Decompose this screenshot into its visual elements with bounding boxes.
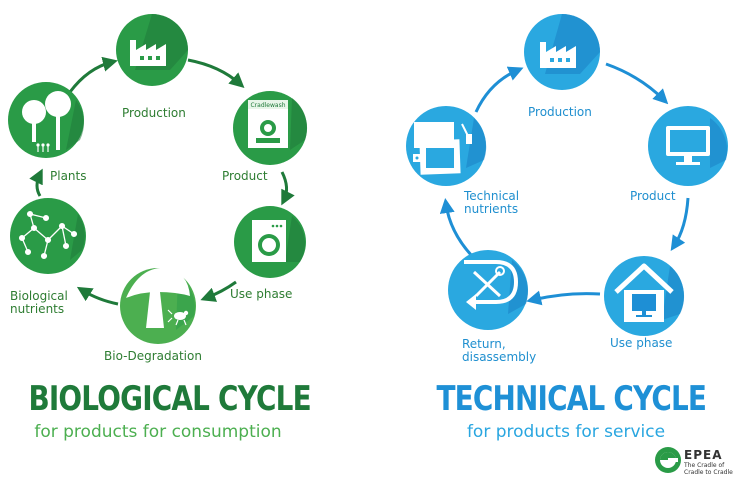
trees-icon: [22, 91, 71, 152]
tech-node-technical-nutrients: [406, 106, 487, 186]
arrow-use-to-biodeg: [200, 280, 237, 302]
factory-icon: [540, 42, 576, 68]
arrow-use-to-return: [526, 290, 601, 306]
tech-arrows: [439, 62, 690, 306]
arrow-product-to-use: [280, 171, 295, 206]
epea-logo-name: EPEA: [684, 448, 723, 462]
epea-logo-tagline: The Cradle of Cradle to Cradle: [684, 462, 733, 476]
bio-arrows: [29, 56, 295, 306]
tech-cycle-title: TECHNICAL CYCLE: [436, 379, 707, 419]
bio-node-bio-degradation: [120, 267, 196, 344]
tech-label-technical-nutrients: Technical nutrients: [464, 189, 520, 216]
mushroom-bug-icon: [126, 267, 190, 328]
bio-node-production: [116, 14, 188, 86]
house-monitor-icon: [614, 263, 674, 322]
epea-logo-mark: [655, 447, 681, 473]
arrow-tech-nutrients-to-production: [474, 66, 524, 113]
bio-label-use-phase: Use phase: [230, 287, 293, 301]
tech-node-return-disassembly: [448, 250, 528, 330]
tech-label-return-disassembly: Return, disassembly: [462, 337, 537, 364]
arrow-production-to-product: [605, 62, 669, 105]
monitor-icon: [666, 126, 710, 165]
tech-label-production: Production: [528, 105, 592, 119]
arrow-plants-to-production: [68, 56, 118, 93]
tech-node-product: [648, 106, 728, 186]
bio-cycle-subtitle: for products for consumption: [34, 422, 282, 442]
arrow-production-to-product: [187, 58, 245, 89]
factory-icon: [130, 40, 166, 66]
detergent-box-icon: Cradlewash: [248, 100, 288, 148]
tech-cycle-subtitle: for products for service: [466, 422, 666, 442]
arrow-nutrients-to-plants: [29, 168, 43, 197]
bio-node-product: Cradlewash: [233, 91, 308, 165]
tech-node-production: [524, 14, 600, 90]
bio-node-plants: [8, 82, 84, 158]
bio-node-biological-nutrients: [10, 198, 86, 274]
tech-node-use-phase: [604, 256, 685, 336]
arrow-product-to-use: [670, 197, 690, 251]
tools-return-icon: [464, 260, 519, 310]
bio-label-bio-degradation: Bio-Degradation: [104, 349, 202, 363]
tech-label-product: Product: [630, 189, 676, 203]
detergent-brand-text: Cradlewash: [250, 102, 285, 109]
bio-label-biological-nutrients: Biological nutrients: [10, 289, 68, 316]
circuit-board-icon: [413, 122, 472, 175]
arrow-return-to-tech-nutrients: [439, 198, 474, 258]
molecule-network-icon: [18, 210, 78, 260]
bio-cycle-title: BIOLOGICAL CYCLE: [28, 379, 311, 419]
bio-label-plants: Plants: [50, 169, 87, 183]
washing-machine-icon: [252, 220, 286, 262]
bio-label-product: Product: [222, 169, 268, 183]
arrow-biodeg-to-nutrients: [76, 286, 119, 306]
tech-label-use-phase: Use phase: [610, 336, 673, 350]
bio-node-use-phase: [234, 206, 306, 278]
bio-label-production: Production: [122, 106, 186, 120]
